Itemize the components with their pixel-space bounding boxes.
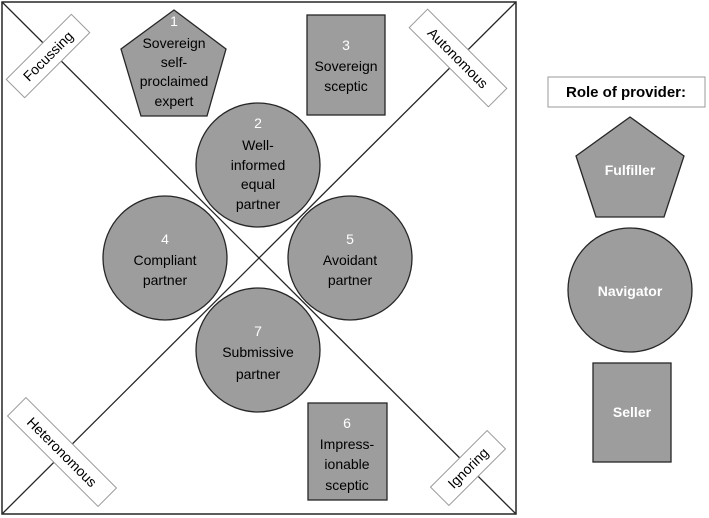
role-number: 6 <box>343 415 351 431</box>
role-label-line: proclaimed <box>140 73 208 89</box>
diagonal-line-ascending <box>1 1 517 515</box>
circle-shape <box>102 195 228 321</box>
role-label-line: Submissive <box>222 344 294 360</box>
legend-item-label: Fulfiller <box>605 162 656 178</box>
legend-item-label: Seller <box>613 404 652 420</box>
role-label-line: Impress- <box>320 436 375 452</box>
role-2-well-informed-equal-partner: 2 Well- informed equal partner <box>195 102 321 228</box>
role-1-sovereign-self-proclaimed-expert: 1 Sovereign self- proclaimed expert <box>120 9 227 117</box>
role-number: 4 <box>161 231 169 247</box>
legend-title: Role of provider: <box>566 84 686 101</box>
role-7-submissive-partner: 7 Submissive partner <box>195 287 321 413</box>
role-label-line: equal <box>241 176 275 192</box>
legend-title-box <box>547 76 706 108</box>
role-label-line: Compliant <box>133 252 196 268</box>
legend-item-label: Navigator <box>598 283 663 299</box>
role-number: 7 <box>254 323 262 339</box>
role-number: 3 <box>342 37 350 53</box>
role-label-line: informed <box>231 157 285 173</box>
role-label-line: Avoidant <box>323 252 377 268</box>
role-label-line: sceptic <box>324 78 368 94</box>
legend-circle-shape <box>567 227 693 353</box>
legend-item-navigator: Navigator <box>567 227 693 353</box>
legend-rectangle-shape <box>592 362 672 463</box>
role-4-compliant-partner: 4 Compliant partner <box>102 195 228 321</box>
legend: Role of provider: Fulfiller Navigator Se… <box>547 76 706 463</box>
pentagon-shape <box>120 9 227 117</box>
role-label-line: expert <box>155 93 194 109</box>
legend-pentagon-shape <box>575 116 685 218</box>
role-label-line: Sovereign <box>314 58 377 74</box>
role-number: 2 <box>254 115 262 131</box>
role-label-line: self- <box>161 54 188 70</box>
role-label-line: partner <box>328 272 373 288</box>
role-3-sovereign-sceptic: 3 Sovereign sceptic <box>306 14 386 116</box>
role-label-line: ionable <box>324 456 369 472</box>
role-number: 5 <box>346 231 354 247</box>
role-label-line: partner <box>236 196 281 212</box>
legend-item-fulfiller: Fulfiller <box>575 116 685 218</box>
rectangle-shape <box>306 14 386 116</box>
role-label-line: sceptic <box>325 477 369 493</box>
role-6-impressionable-sceptic: 6 Impress- ionable sceptic <box>307 402 388 501</box>
circle-shape <box>195 287 321 413</box>
role-label-line: partner <box>236 366 281 382</box>
legend-item-seller: Seller <box>592 362 672 463</box>
circle-shape <box>287 195 413 321</box>
rectangle-shape <box>307 402 388 501</box>
role-label-line: partner <box>143 272 188 288</box>
role-number: 1 <box>170 13 178 29</box>
role-label-line: Sovereign <box>142 35 205 51</box>
role-5-avoidant-partner: 5 Avoidant partner <box>287 195 413 321</box>
role-label-line: Well- <box>242 137 274 153</box>
circle-shape <box>195 102 321 228</box>
